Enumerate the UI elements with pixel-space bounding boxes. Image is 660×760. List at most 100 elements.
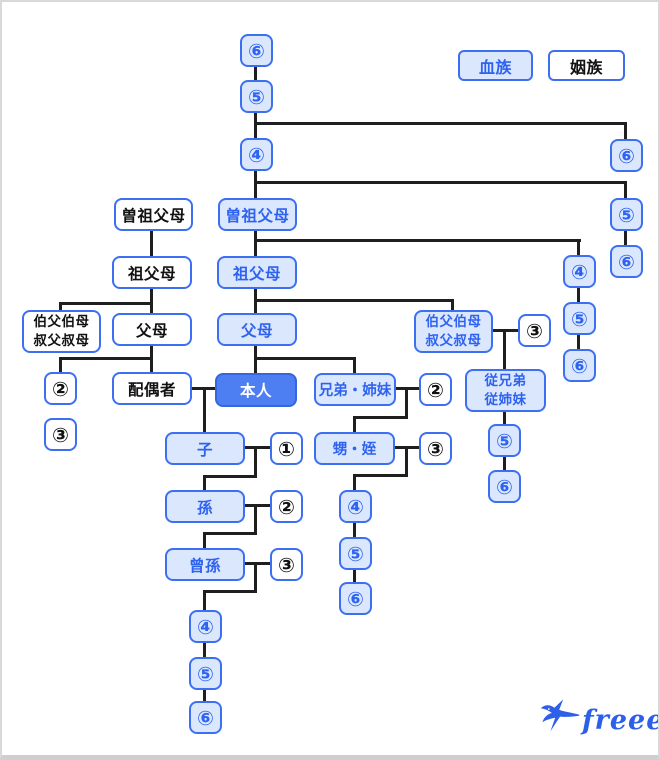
- connector-line: [503, 412, 506, 424]
- node-great-grandchild: 曾孫: [165, 548, 245, 581]
- node-siblings: 兄弟・姉妹: [314, 373, 396, 406]
- node-degree3-inlaw: ③: [44, 418, 77, 451]
- freee-wordmark: freee: [582, 704, 660, 736]
- node-label-line1: 伯父伯母: [425, 314, 482, 331]
- node-degree5-collateral: ⑤: [563, 302, 596, 335]
- node-degree4-ancestor: ④: [240, 138, 273, 171]
- connector-line: [150, 289, 153, 313]
- node-degree6-cousin-line: ⑥: [488, 470, 521, 503]
- freee-bird-icon: [540, 699, 580, 732]
- connector-line: [150, 231, 153, 256]
- connector-line: [203, 475, 206, 490]
- connector-line: [577, 335, 580, 349]
- connector-line: [203, 475, 257, 478]
- node-label-line1: 従兄弟: [484, 373, 527, 390]
- node-parents-inlaw: 父母: [112, 313, 192, 346]
- connector-line: [254, 446, 257, 478]
- legend-relatives-by-marriage: 姻族: [548, 50, 625, 81]
- connector-line: [353, 570, 356, 582]
- node-self: 本人: [215, 373, 297, 407]
- connector-line: [624, 122, 627, 139]
- connector-line: [203, 532, 206, 548]
- connector-line: [254, 299, 454, 302]
- node-degree6-far-right-bottom: ⑥: [610, 245, 643, 278]
- connector-line: [59, 357, 62, 372]
- connector-line: [254, 122, 627, 125]
- connector-line: [254, 504, 257, 535]
- connector-line: [59, 302, 62, 310]
- node-grandparents: 祖父母: [217, 256, 297, 289]
- node-great-grandparents-inlaw: 曽祖父母: [114, 198, 193, 231]
- node-grandparents-inlaw: 祖父母: [112, 256, 192, 289]
- node-degree6-far-right-top: ⑥: [610, 139, 643, 172]
- node-great-grandparents: 曽祖父母: [218, 198, 297, 231]
- node-uncles-degree: ③: [518, 314, 551, 347]
- node-grandchild: 孫: [165, 490, 245, 523]
- node-great-grandchild-degree: ③: [270, 548, 303, 581]
- connector-line: [203, 532, 257, 535]
- node-degree6-nephew-line: ⑥: [339, 582, 372, 615]
- connector-line: [577, 239, 580, 255]
- connector-line: [254, 171, 257, 198]
- node-child: 子: [165, 432, 245, 465]
- connector-line: [254, 113, 257, 138]
- node-parents: 父母: [217, 313, 297, 346]
- connector-line: [624, 231, 627, 245]
- connector-line: [353, 357, 356, 373]
- connector-line: [254, 67, 257, 80]
- node-label-line2: 叔父叔母: [425, 332, 482, 349]
- connector-line: [405, 387, 408, 419]
- connector-line: [254, 181, 627, 184]
- connector-line: [59, 357, 153, 360]
- node-label-line1: 伯父伯母: [33, 314, 90, 331]
- connector-line: [254, 357, 356, 360]
- connector-line: [254, 562, 257, 593]
- connector-line: [59, 302, 153, 305]
- connector-line: [203, 643, 206, 657]
- node-degree2-inlaw: ②: [44, 372, 77, 405]
- connector-line: [245, 446, 270, 449]
- connector-line: [503, 329, 506, 369]
- connector-line: [503, 457, 506, 470]
- node-degree6-descendant: ⑥: [189, 701, 222, 734]
- connector-line: [254, 239, 581, 242]
- freee-logo: freee: [540, 696, 660, 742]
- connector-line: [203, 590, 206, 610]
- connector-line: [245, 562, 270, 565]
- connector-line: [624, 181, 627, 198]
- connector-line: [203, 690, 206, 701]
- connector-line: [405, 446, 408, 477]
- connector-line: [353, 474, 356, 490]
- connector-line: [245, 504, 270, 507]
- node-nephews-nieces: 甥・姪: [314, 432, 395, 465]
- connector-line: [203, 590, 257, 593]
- connector-line: [451, 299, 454, 310]
- node-uncles-aunts-inlaw: 伯父伯母 叔父叔母: [22, 310, 101, 353]
- node-degree5-nephew-line: ⑤: [339, 537, 372, 570]
- node-degree5-far-right: ⑤: [610, 198, 643, 231]
- node-uncles-aunts: 伯父伯母 叔父叔母: [414, 310, 493, 353]
- connector-line: [254, 231, 257, 256]
- node-degree6-collateral: ⑥: [563, 349, 596, 382]
- node-spouse: 配偶者: [112, 372, 192, 405]
- node-degree4-collateral: ④: [563, 255, 596, 288]
- connector-line: [577, 288, 580, 302]
- connector-line: [353, 474, 408, 477]
- node-degree4-nephew-line: ④: [339, 490, 372, 523]
- connector-line: [353, 523, 356, 537]
- node-cousins: 従兄弟 従姉妹: [465, 369, 546, 412]
- node-nephews-degree: ③: [419, 432, 452, 465]
- node-degree5-ancestor: ⑤: [240, 80, 273, 113]
- legend-blood-relatives: 血族: [458, 50, 533, 81]
- node-child-degree: ①: [270, 432, 303, 465]
- node-siblings-degree: ②: [419, 373, 452, 406]
- node-label-line2: 従姉妹: [484, 391, 527, 408]
- connector-line: [353, 416, 408, 419]
- connector-line: [203, 387, 206, 432]
- node-degree5-cousin-line: ⑤: [488, 424, 521, 457]
- node-degree6-ancestor: ⑥: [240, 34, 273, 67]
- node-label-line2: 叔父叔母: [33, 332, 90, 349]
- node-degree4-descendant: ④: [189, 610, 222, 643]
- connector-line: [353, 416, 356, 432]
